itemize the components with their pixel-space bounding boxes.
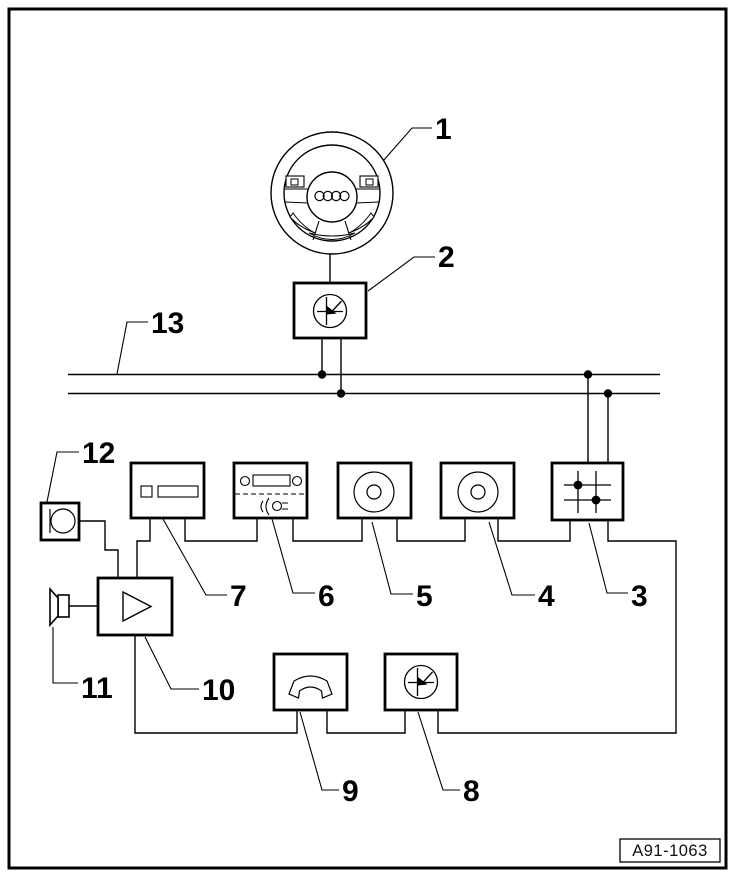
bus-junction-dots — [317, 370, 613, 398]
callout-label-5: 5 — [416, 580, 433, 613]
callout-label-3: 3 — [631, 580, 648, 613]
bus-interface-icon — [564, 471, 611, 513]
diagram-border — [7, 7, 728, 870]
figure-code-plate: A91-1063 — [619, 838, 721, 863]
figure-code: A91-1063 — [632, 842, 708, 860]
audi-rings-icon — [314, 190, 350, 202]
amplifier-box — [96, 576, 174, 637]
telephone-box — [272, 652, 349, 712]
amplifier-icon — [122, 590, 153, 623]
small-speaker-icon — [49, 586, 70, 628]
radio-faceplate-icon — [235, 474, 306, 516]
control-unit-8-box — [383, 652, 459, 712]
bus-interface-box — [550, 461, 625, 522]
control-unit-2-box — [292, 281, 368, 340]
callout-label-4: 4 — [538, 580, 555, 613]
callout-label-6: 6 — [318, 580, 335, 613]
wiring-lines — [69, 254, 677, 734]
steering-wheel-icon — [270, 131, 394, 255]
callout-label-10: 10 — [202, 674, 235, 707]
callout-label-12: 12 — [82, 437, 115, 470]
telephone-handset-icon — [288, 675, 333, 699]
callout-label-9: 9 — [342, 775, 359, 808]
data-bus-lines — [68, 373, 660, 395]
loudspeaker-icon — [457, 471, 499, 513]
microphone-box — [39, 501, 81, 542]
callout-label-11: 11 — [81, 672, 113, 705]
callout-label-1: 1 — [435, 113, 452, 146]
callout-label-2: 2 — [438, 241, 455, 274]
loudspeaker-4-box — [439, 461, 516, 520]
callout-label-13: 13 — [151, 307, 184, 340]
display-unit-icon — [140, 485, 199, 498]
microphone-icon — [49, 508, 76, 534]
callout-labels: 1 2 3 4 5 6 7 8 9 10 11 12 13 — [81, 113, 648, 808]
callout-leader-lines — [46, 127, 628, 791]
loudspeaker-5-box — [336, 461, 413, 520]
callout-label-8: 8 — [463, 775, 480, 808]
radio-head-unit-box — [232, 461, 309, 520]
callout-label-7: 7 — [230, 580, 247, 613]
loudspeaker-icon — [353, 471, 395, 513]
display-unit-box — [129, 461, 206, 520]
